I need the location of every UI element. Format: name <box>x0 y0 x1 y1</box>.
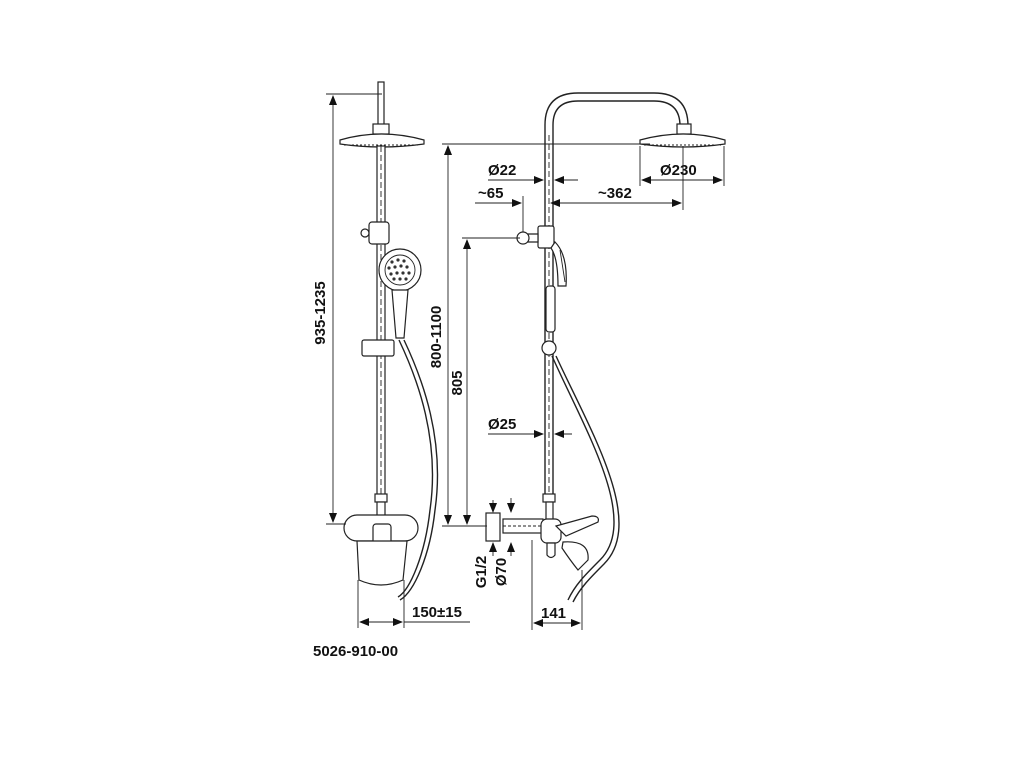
front-head-connector <box>372 123 390 135</box>
front-top-pipe <box>377 81 385 127</box>
dim-pipe-upper-diameter: Ø22 <box>488 162 516 179</box>
front-dimensions: 935-1235 150±15 <box>312 93 470 628</box>
front-view <box>339 81 439 601</box>
dim-side-holder-height: 805 <box>449 370 466 395</box>
side-dimensions: 800-1100 805 Ø22 Ø230 ~65 ~362 Ø25 G1/2 … <box>428 143 725 630</box>
front-hose <box>397 339 434 598</box>
side-diverter <box>537 225 555 249</box>
dim-thread: G1/2 <box>473 556 490 589</box>
front-spout <box>356 540 408 586</box>
side-view <box>485 92 726 603</box>
side-hose <box>551 355 615 601</box>
front-hand-shower-nozzles <box>387 258 411 281</box>
front-diverter <box>368 221 390 245</box>
side-spout <box>546 542 556 559</box>
front-lower-nut <box>374 493 388 503</box>
side-hand-shower-handle <box>545 285 556 333</box>
front-shower-head <box>339 133 425 148</box>
front-hand-shower-handle <box>391 289 409 339</box>
side-shower-head <box>639 133 726 148</box>
side-mixer-body <box>540 518 562 544</box>
side-hand-shower <box>550 241 567 287</box>
dim-escutcheon-diameter: Ø70 <box>493 558 510 586</box>
side-slider <box>541 340 557 356</box>
front-slider-holder <box>361 339 395 357</box>
dim-head-reach: ~362 <box>598 185 632 202</box>
dim-head-diameter: Ø230 <box>660 162 697 179</box>
dim-side-head-height: 800-1100 <box>428 306 445 369</box>
dim-mixer-depth: 141 <box>541 605 566 622</box>
dim-holder-offset: ~65 <box>478 185 503 202</box>
side-escutcheon <box>485 512 501 542</box>
side-lever <box>554 515 599 537</box>
model-code: 5026-910-00 <box>313 643 398 660</box>
dim-front-total-height: 935-1235 <box>312 281 329 344</box>
dim-pipe-lower-diameter: Ø25 <box>488 416 516 433</box>
dim-front-spout-projection: 150±15 <box>412 604 462 621</box>
side-overhead-arm <box>544 92 689 498</box>
